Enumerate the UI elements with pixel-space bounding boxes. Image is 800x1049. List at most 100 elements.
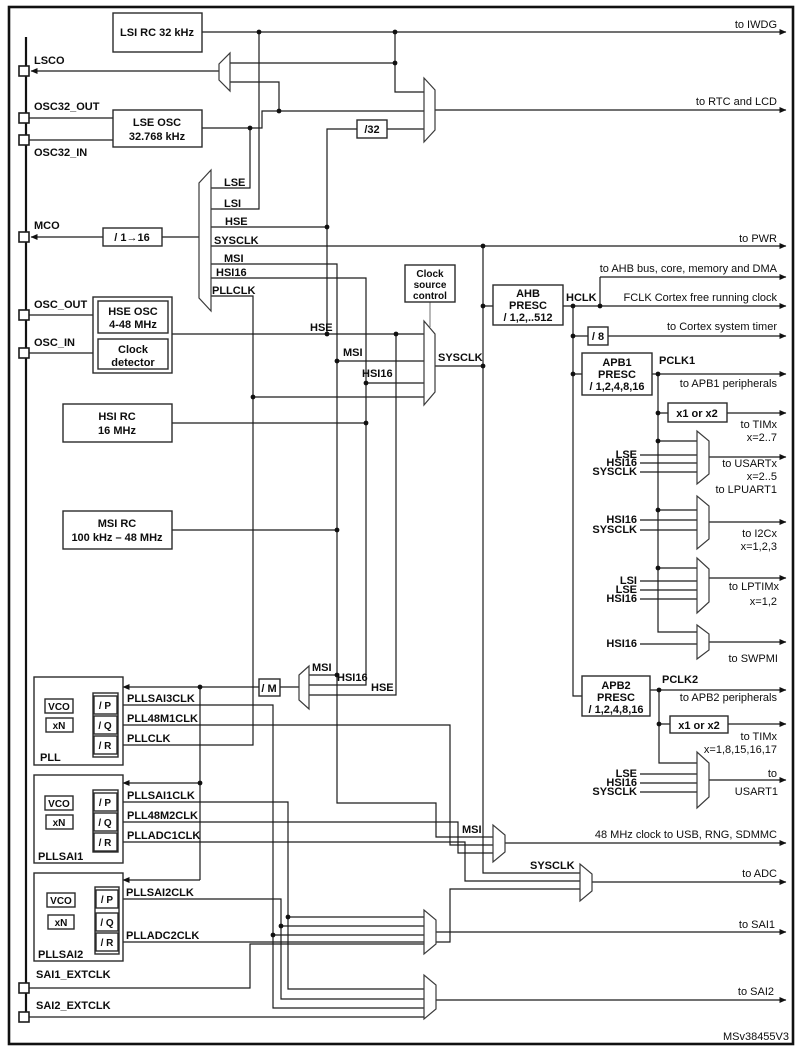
dest-adc: to ADC: [742, 868, 777, 880]
ahb-presc-label-1: AHB: [516, 288, 540, 300]
pll-name: PLL: [40, 752, 61, 764]
pin-osc32-in-label: OSC32_IN: [34, 147, 87, 159]
pin-lsco: [18, 65, 30, 77]
dest-sai1: to SAI1: [739, 919, 775, 931]
tim-mult-apb1-box: [667, 402, 728, 423]
lptim-stub-lsi: LSI: [620, 575, 637, 587]
apb2-presc-label-3: / 1,2,4,8,16: [588, 704, 643, 716]
hse-osc-label-2: 4-48 MHz: [109, 319, 157, 331]
pclk1-signal-label: PCLK1: [659, 355, 695, 367]
pll-xn-box: [45, 717, 74, 733]
sai-extclk-wires: [29, 943, 424, 1018]
apb1-presc-label-3: / 1,2,4,8,16: [589, 381, 644, 393]
signal-labels: LSE LSI HSE SYSCLK MSI HSI16 PLLCLK HSE …: [126, 177, 698, 942]
clk48-msi-label: MSI: [462, 824, 482, 836]
lsi-rc-box: [112, 12, 203, 53]
pll-mux-hse-label: HSE: [371, 682, 394, 694]
pin-osc-in-label: OSC_IN: [34, 337, 75, 349]
junction-dots: [197, 29, 662, 938]
pin-osc32-in: [18, 134, 30, 146]
pllsai2clk-label: PLLSAI2CLK: [126, 887, 194, 899]
ahb-presc-label-2: PRESC: [509, 300, 547, 312]
mco-mux: [198, 168, 212, 313]
dest-apb1: to APB1 peripherals: [680, 378, 778, 390]
pins: LSCO OSC32_OUT OSC32_IN MCO OSC_OUT OSC_…: [18, 55, 111, 1023]
tim-mult-apb2-label: x1 or x2: [678, 720, 720, 732]
tim-mult-apb1-label: x1 or x2: [676, 408, 718, 420]
usart1-stub-lse: LSE: [616, 768, 637, 780]
sai1-mux: [423, 908, 437, 956]
pllsai1-q-box: [93, 812, 118, 832]
pllclk-wires: [118, 295, 424, 746]
adc-sysclk-label: SYSCLK: [530, 860, 575, 872]
apb1-presc-label-2: PRESC: [598, 369, 636, 381]
pll-mux-hsi16-label: HSI16: [337, 672, 368, 684]
pll-p-box: [93, 695, 118, 715]
lptim-stub-hsi16: HSI16: [606, 593, 637, 605]
usart-mux: [696, 429, 710, 486]
pllsai1-r-box: [93, 832, 118, 852]
dest-lptim: to LPTIMx: [729, 581, 780, 593]
divm-label: / M: [261, 683, 276, 695]
pll-mux-msi-label: MSI: [312, 662, 332, 674]
pllsai1-p-label: / P: [99, 798, 112, 809]
apb2-presc-label-2: PRESC: [597, 692, 635, 704]
dest-swpmi: to SWPMI: [728, 653, 778, 665]
pllsai2-name: PLLSAI2: [38, 949, 83, 961]
lsi-rc-label: LSI RC 32 kHz: [120, 27, 194, 39]
plladc2clk-label: PLLADC2CLK: [126, 930, 199, 942]
pllsai1-p-box: [93, 792, 118, 812]
blocks: LSI RC 32 kHz LSE OSC 32.768 kHz /32 / 1…: [62, 12, 729, 734]
pin-sai1-extclk: [18, 982, 30, 994]
mco-presc-label: / 1→16: [114, 232, 149, 244]
lsco-mux: [218, 51, 231, 93]
pin-sai2-extclk: [18, 1011, 30, 1023]
i2c-mux: [696, 494, 710, 551]
csc-label-1: Clock: [416, 269, 444, 280]
pll-vco-box: [44, 698, 74, 714]
pclk2-signal-label: PCLK2: [662, 674, 698, 686]
dest-usart: to USARTx: [722, 458, 777, 470]
dest-usart1: USART1: [735, 786, 778, 798]
pin-osc-in: [18, 347, 30, 359]
lsi-wires: [211, 32, 424, 210]
hsi16-wires: [172, 277, 424, 686]
dest-usart-x: x=2..5: [747, 471, 777, 483]
div8-box: [587, 326, 609, 346]
pllsai1-vco-label: VCO: [48, 799, 70, 810]
clock-source-control-box: [404, 264, 456, 303]
dest-usart1-to: to: [768, 768, 777, 780]
pclk1-wires: [657, 374, 697, 633]
pllsai2-q-label: / Q: [100, 918, 114, 929]
pin-osc32-out: [18, 112, 30, 124]
pllsai2-r-label: / R: [101, 938, 115, 949]
pllsai2-q-box: [95, 912, 119, 932]
ahb-presc-label-3: / 1,2,..512: [504, 312, 553, 324]
msi-signal-label: MSI: [343, 347, 363, 359]
hse-osc-label-1: HSE OSC: [108, 306, 158, 318]
swpmi-stub-hsi16: HSI16: [606, 638, 637, 650]
clock-detector-label-2: detector: [111, 357, 155, 369]
msi-wires: [172, 263, 493, 838]
pll-output-wires: [118, 704, 580, 1009]
dest-apb2: to APB2 peripherals: [680, 692, 778, 704]
destination-labels: to IWDG to RTC and LCD to PWR to AHB bus…: [595, 19, 789, 1043]
clock-detector-box: [97, 338, 169, 370]
pll-q-box: [93, 715, 118, 735]
hsi16-signal-label: HSI16: [362, 368, 393, 380]
mco-mux-in-sysclk: SYSCLK: [214, 235, 259, 247]
apb2-presc-label-1: APB2: [601, 680, 630, 692]
hclk-wires: [572, 277, 601, 697]
usart-stub-lse: LSE: [616, 449, 637, 461]
stub-wires: [640, 454, 697, 793]
adc-mux: [579, 862, 593, 903]
pllsai3clk-label: PLLSAI3CLK: [127, 693, 195, 705]
pllsai1-q-label: / Q: [98, 818, 112, 829]
mco-mux-in-msi: MSI: [224, 253, 244, 265]
clk48-mux: [492, 823, 506, 864]
ahb-presc-box: [492, 284, 564, 326]
div8-label: / 8: [592, 331, 604, 343]
dest-fclk: FCLK Cortex free running clock: [624, 292, 778, 304]
pllsai1-vco-box: [44, 795, 74, 811]
pllsai1-name: PLLSAI1: [38, 851, 83, 863]
